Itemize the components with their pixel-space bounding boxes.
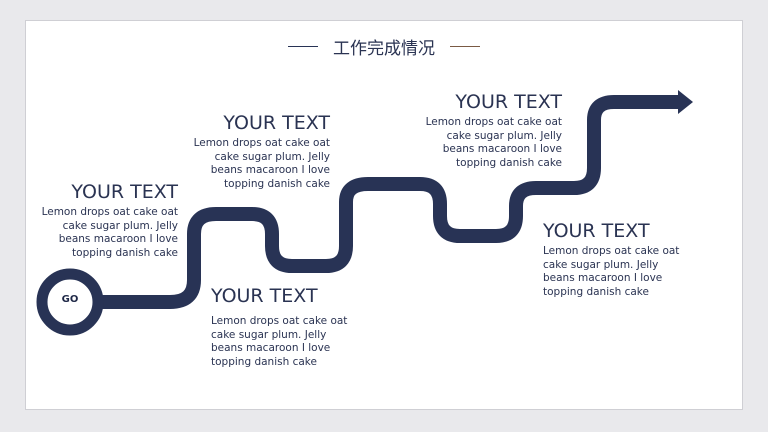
body-line: Lemon drops oat cake oat	[425, 116, 562, 128]
body-line: beans macaroon I love	[210, 164, 330, 176]
title-line-right	[450, 46, 481, 47]
body-line: topping danish cake	[224, 177, 330, 190]
body-line: Lemon drops oat cake oat	[41, 206, 178, 218]
body-line: beans macaroon I love	[211, 342, 331, 354]
body-line: cake sugar plum. Jelly	[214, 150, 330, 163]
body-line: topping danish cake	[543, 285, 649, 298]
page-title: 工作完成情况	[333, 39, 435, 59]
block-heading: YOUR TEXT	[71, 181, 178, 203]
text-block-4: YOUR TEXT Lemon drops oat cake oat cake …	[412, 91, 562, 170]
body-line: cake sugar plum. Jelly	[211, 328, 327, 341]
text-block-3: YOUR TEXT Lemon drops oat cake oat cake …	[211, 285, 371, 369]
block-body: Lemon drops oat cake oat cake sugar plum…	[28, 206, 178, 260]
title-row: 工作完成情况	[26, 34, 742, 59]
block-heading: YOUR TEXT	[455, 91, 562, 113]
block-heading: YOUR TEXT	[543, 220, 650, 242]
start-label: GO	[61, 294, 79, 305]
body-line: beans macaroon I love	[543, 272, 663, 284]
text-block-2: YOUR TEXT Lemon drops oat cake oat cake …	[180, 112, 330, 191]
body-line: cake sugar plum. Jelly	[543, 258, 659, 271]
body-line: cake sugar plum. Jelly	[62, 219, 178, 232]
arrow-head-icon	[678, 90, 693, 114]
text-block-1: YOUR TEXT Lemon drops oat cake oat cake …	[28, 181, 178, 260]
body-line: beans macaroon I love	[442, 143, 562, 155]
block-body: Lemon drops oat cake oat cake sugar plum…	[543, 245, 703, 299]
block-body: Lemon drops oat cake oat cake sugar plum…	[412, 116, 562, 170]
body-line: Lemon drops oat cake oat	[193, 137, 330, 149]
title-line-left	[287, 46, 318, 47]
body-line: topping danish cake	[211, 355, 317, 368]
body-line: topping danish cake	[456, 156, 562, 169]
text-block-5: YOUR TEXT Lemon drops oat cake oat cake …	[543, 220, 703, 299]
body-line: Lemon drops oat cake oat	[543, 245, 680, 257]
block-heading: YOUR TEXT	[211, 285, 318, 307]
body-line: topping danish cake	[72, 246, 178, 259]
block-body: Lemon drops oat cake oat cake sugar plum…	[211, 315, 371, 369]
body-line: cake sugar plum. Jelly	[446, 129, 562, 142]
body-line: Lemon drops oat cake oat	[211, 315, 348, 327]
body-line: beans macaroon I love	[58, 233, 178, 245]
block-body: Lemon drops oat cake oat cake sugar plum…	[180, 137, 330, 191]
block-heading: YOUR TEXT	[223, 112, 330, 134]
start-circle	[36, 268, 104, 336]
slide-canvas: 工作完成情况	[25, 20, 743, 410]
road-path	[70, 95, 680, 309]
